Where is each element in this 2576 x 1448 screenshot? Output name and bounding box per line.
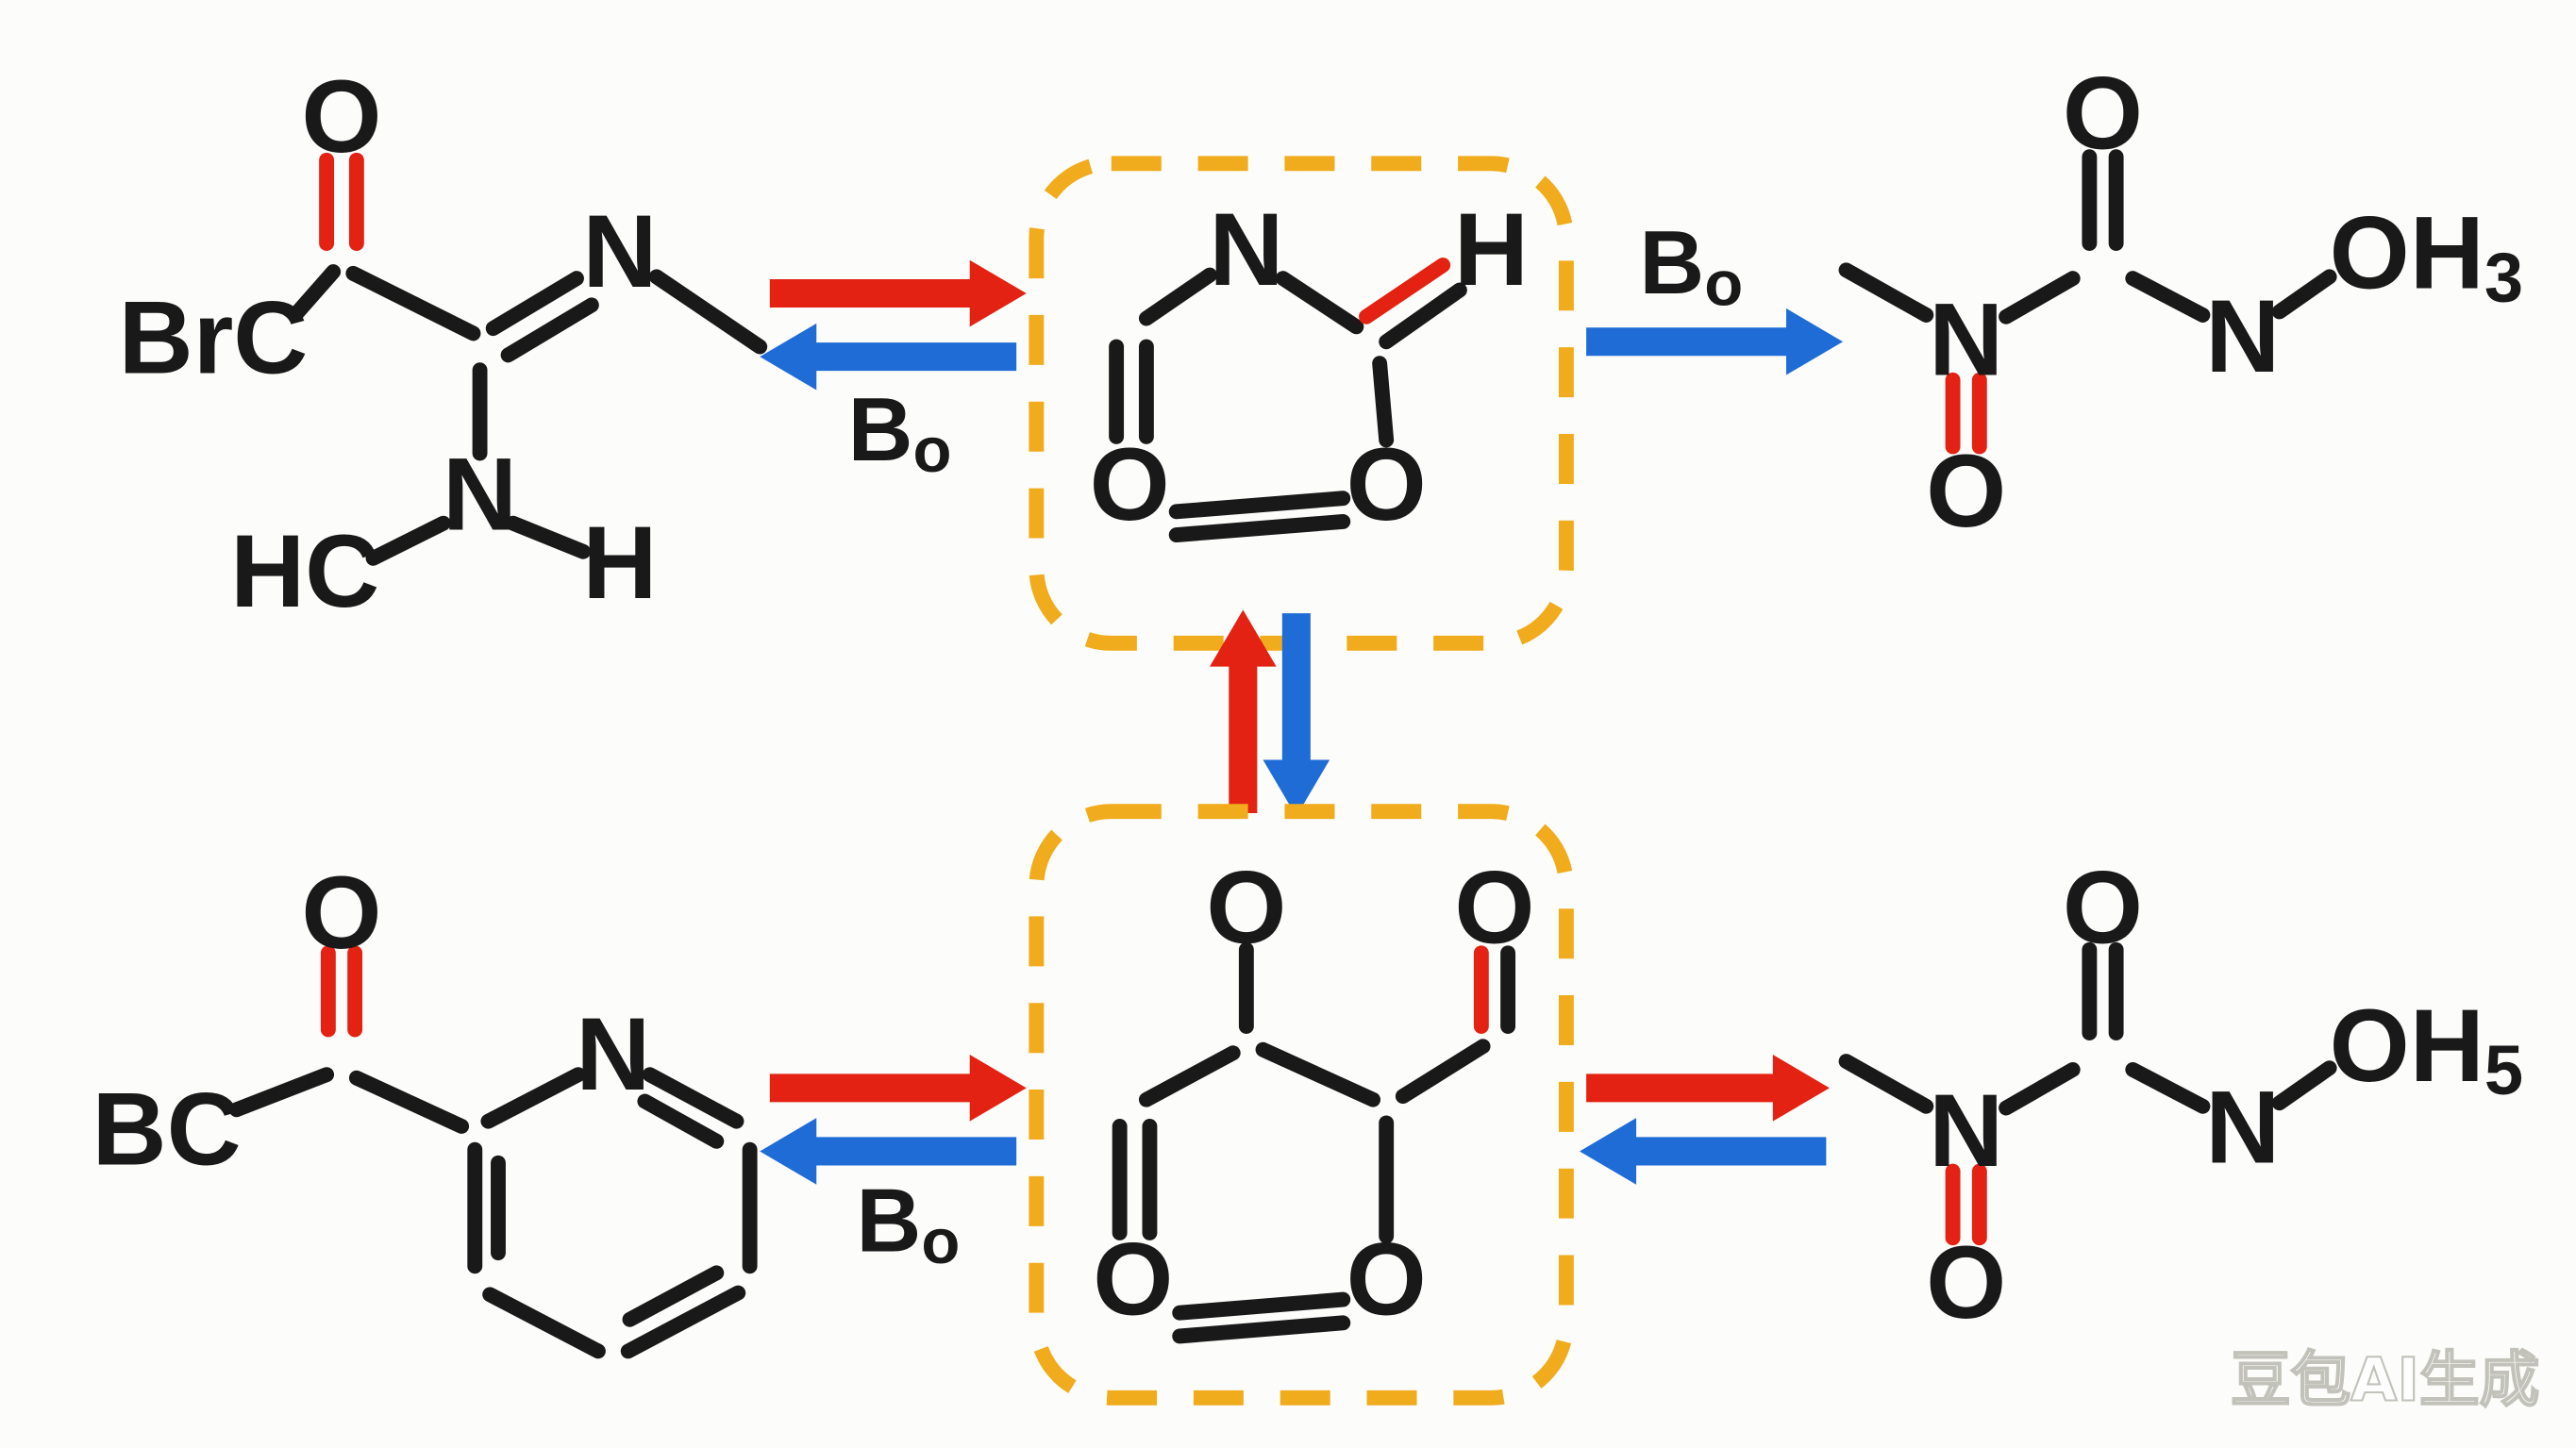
bond: [1999, 1061, 2081, 1116]
atom-label-oh: OH3: [2330, 196, 2523, 316]
reverse-arrow-head: [1580, 1118, 1637, 1185]
forward-arrow-head: [969, 259, 1027, 327]
atom-label-n-hydroxyl: N: [2205, 279, 2280, 394]
molecule-top-left: O BrC N N H HC: [119, 59, 768, 629]
ring-inner-bond: [622, 1265, 725, 1327]
intermediate-box-bottom: O O O O: [1029, 804, 1574, 1406]
forward-arrow-head: [1785, 308, 1844, 375]
bond: [1838, 1054, 1934, 1114]
ring-bond: [480, 1067, 586, 1129]
bond: [1395, 1039, 1491, 1105]
atom-label-n-hydroxyl: N: [2205, 1071, 2280, 1186]
molecule-top-center: N H O O: [1090, 192, 1529, 542]
arrow-pair-bottom-right: [1580, 1055, 1830, 1185]
atom-label-o-right: O: [1347, 427, 1427, 542]
catalyst-label: Bo: [856, 1172, 960, 1277]
intermediate-box-top: N H O O: [1029, 156, 1574, 651]
atom-label-o-top-left: O: [1206, 851, 1286, 966]
red-bond-line: [1359, 258, 1451, 325]
bond: [1372, 356, 1395, 448]
ring-bond: [620, 1285, 746, 1359]
catalyst-label: Bo: [1639, 213, 1743, 319]
double-bond-line: [1379, 282, 1467, 350]
double-bond-line: [1168, 514, 1351, 543]
forward-arrow-head: [1772, 1055, 1830, 1122]
bond: [1255, 1041, 1381, 1107]
atom-label-bc: BC: [92, 1072, 242, 1187]
bond: [1138, 1045, 1241, 1107]
atom-label-n-amide: N: [1929, 1074, 2003, 1189]
atom-label-h: H: [1454, 192, 1529, 308]
bond: [1999, 271, 2081, 325]
bond: [228, 1067, 335, 1118]
bond: [289, 264, 342, 322]
molecule-top-right: O N O N OH3: [1838, 56, 2523, 549]
dashed-highlight-box: [1029, 804, 1574, 1406]
atom-label-o: O: [301, 856, 381, 971]
atom-label-n-amide: N: [1929, 282, 2003, 397]
forward-arrow-head: [969, 1055, 1027, 1122]
bond: [2271, 1060, 2337, 1111]
bond: [1838, 262, 1934, 323]
atom-label-n-imine: N: [582, 194, 657, 309]
atom-label-brc: BrC: [119, 281, 309, 396]
atom-label-o-oxide: O: [1926, 1225, 2006, 1340]
bond: [2125, 271, 2211, 323]
bond: [365, 515, 451, 566]
arrow-pair-top-left: Bo: [760, 259, 1027, 486]
atom-label-o-top-right: O: [1454, 851, 1534, 966]
atom-label-h: H: [582, 506, 657, 621]
atom-label-o: O: [301, 59, 381, 175]
atom-label-o-bottom-left: O: [1093, 1222, 1173, 1337]
bond: [648, 269, 768, 355]
arrow-blue-top-right: Bo: [1586, 213, 1844, 375]
molecule-bottom-right: O N O N OH5: [1838, 851, 2523, 1340]
catalyst-label: Bo: [848, 380, 952, 486]
atom-label-o-top: O: [2063, 56, 2143, 171]
bond: [1275, 271, 1364, 335]
double-bond-line: [1172, 1315, 1351, 1344]
atom-label-o-left: O: [1090, 427, 1170, 542]
ring-inner-bond: [637, 1093, 725, 1149]
imine-double-bond-line: [485, 271, 584, 337]
molecule-bottom-center: O O O O: [1093, 851, 1535, 1344]
ring-bond: [482, 1287, 606, 1359]
bond: [2125, 1061, 2211, 1114]
atom-label-o-bottom-right: O: [1347, 1222, 1427, 1337]
bond: [2271, 269, 2337, 320]
reverse-arrow-head: [760, 1118, 817, 1185]
bond: [1138, 267, 1217, 326]
atom-label-n-amine: N: [443, 438, 517, 553]
atom-label-n: N: [576, 997, 650, 1112]
down-arrow-head: [1263, 759, 1330, 817]
watermark: 豆包AI生成: [2231, 1344, 2539, 1414]
up-arrow-head: [1210, 609, 1277, 667]
atom-label-n: N: [1209, 192, 1283, 308]
bond: [505, 515, 591, 559]
bond: [348, 1070, 470, 1134]
atom-label-hc: HC: [230, 514, 379, 629]
atom-label-o-top: O: [2063, 851, 2143, 966]
double-bond-line: [1172, 1291, 1351, 1321]
imine-double-bond-line: [500, 297, 599, 363]
atom-label-o-oxide: O: [1926, 434, 2006, 549]
double-bond-line: [1168, 491, 1351, 520]
arrow-pair-bottom-left: Bo: [760, 1055, 1027, 1276]
ring-bond: [642, 1067, 744, 1129]
reverse-arrow-head: [760, 323, 817, 391]
atom-label-oh: OH5: [2330, 989, 2523, 1108]
arrow-pair-center-vertical: [1210, 609, 1330, 817]
molecule-bottom-left: O BC N: [92, 856, 758, 1359]
bond: [345, 265, 481, 341]
